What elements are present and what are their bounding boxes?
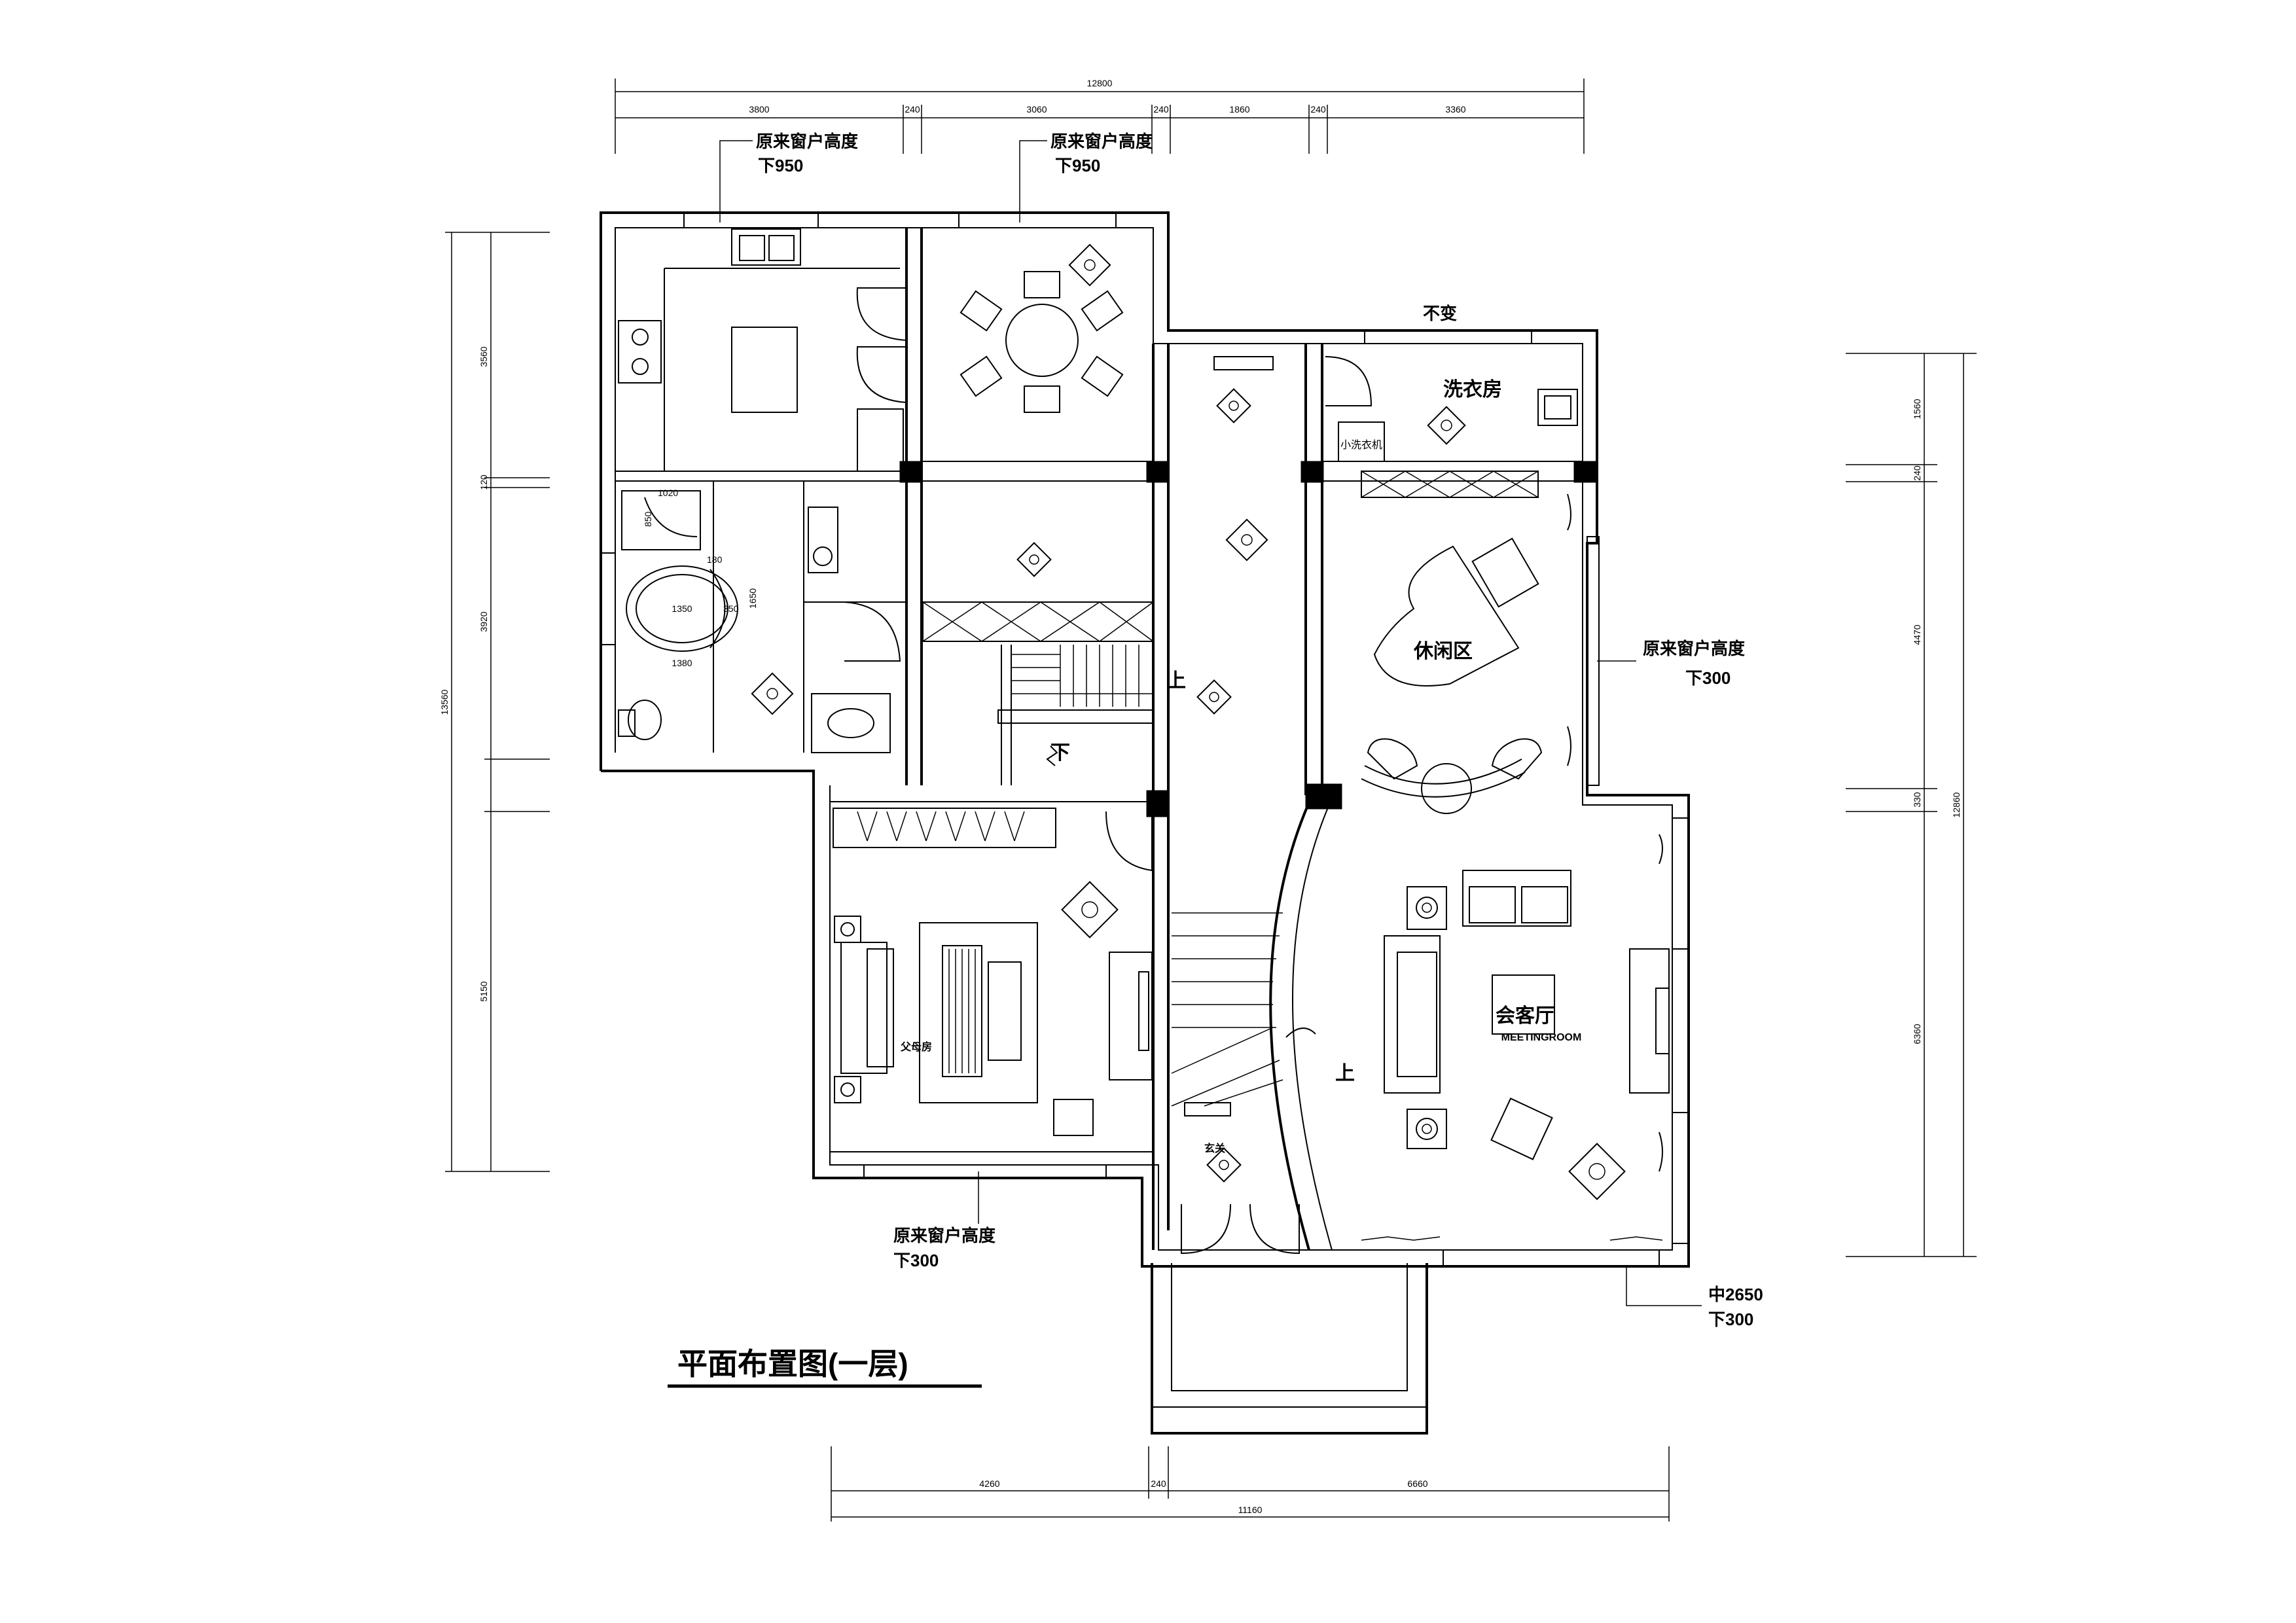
dim-top-seg: 3800	[749, 104, 769, 115]
bottom-dimension-lines: 4260 240 6660 11160	[831, 1446, 1670, 1522]
bed-stripe-pattern	[942, 949, 976, 1073]
light-markers	[751, 243, 1626, 1200]
top-dimension-lines: 12800 3800 240 3060 240 1860 240 3360	[615, 78, 1585, 154]
dim-top-seg: 3060	[1026, 104, 1047, 115]
small-washer-icon	[1338, 421, 1385, 462]
bathtub-icon	[626, 565, 738, 652]
left-dimension-lines: 13560 3560 120 3920 5150	[439, 232, 550, 1172]
note-window-bedroom-2: 下300	[893, 1251, 939, 1270]
sink-icon	[731, 228, 801, 266]
dim-right-total: 12860	[1951, 792, 1962, 817]
kitchen	[618, 228, 907, 472]
bed-icon	[919, 922, 1038, 1103]
dim-bottom-seg: 240	[1151, 1478, 1166, 1489]
tub-width-label: 1350	[672, 603, 692, 614]
dim-right-seg: 1560	[1912, 399, 1922, 419]
stairs-down-label: 下	[1050, 742, 1070, 764]
note-window-dining-2: 下950	[1055, 156, 1100, 175]
dim-top-total: 12800	[1087, 78, 1113, 88]
dim-bottom-seg: 6660	[1407, 1478, 1427, 1489]
kitchen-island	[731, 327, 798, 413]
note-window-leisure: 原来窗户高度	[1643, 639, 1745, 658]
dim-left-total: 13560	[439, 689, 450, 715]
stairs-lower: 上	[1171, 912, 1355, 1107]
sofa-icon	[1462, 870, 1571, 927]
note-window-kitchen: 原来窗户高度	[756, 132, 858, 151]
dining	[960, 271, 1124, 413]
laundry: 洗衣房 小洗衣机	[1213, 356, 1578, 462]
meeting-room-en-label: MEETINGROOM	[1501, 1032, 1582, 1043]
dim-bottom-seg: 4260	[979, 1478, 999, 1489]
parents-bedroom: 父母房	[833, 808, 1153, 1136]
basin-icon	[811, 693, 891, 753]
dim-left-seg: 120	[478, 474, 489, 490]
bathroom: 1350 1380 350 1650 1020 850 180	[618, 481, 906, 753]
round-table-icon	[1421, 763, 1472, 814]
note-unchanged: 不变	[1423, 304, 1457, 323]
entrance-label: 玄关	[1204, 1142, 1225, 1154]
dim-right-seg: 330	[1912, 792, 1922, 808]
piano-icon	[1373, 545, 1520, 687]
shower-width-label: 1020	[658, 488, 678, 498]
dim-right-seg: 6360	[1912, 1024, 1922, 1044]
dining-table	[1005, 304, 1079, 377]
leisure-area: 休闲区	[1361, 471, 1571, 814]
laundry-label: 洗衣房	[1443, 379, 1502, 401]
dim-left-seg: 3560	[478, 346, 489, 366]
dim-top-seg: 240	[1153, 104, 1169, 115]
chair-icon	[1053, 1099, 1094, 1136]
tub-gap-label: 180	[707, 554, 723, 565]
dim-left-seg: 3920	[478, 611, 489, 632]
square-table	[1490, 1097, 1553, 1160]
armchair-icon	[1491, 738, 1543, 780]
note-window-living-2: 下300	[1708, 1310, 1753, 1329]
armchair-icon	[1367, 738, 1418, 780]
stairs-up-label-2: 上	[1335, 1063, 1355, 1084]
dim-bottom-total: 11160	[1238, 1505, 1263, 1515]
toilet-icon	[628, 700, 662, 740]
tub-length-label: 1380	[672, 658, 692, 668]
right-dimension-lines: 12860 1560 240 4470 330 6360	[1846, 353, 1977, 1257]
page-title: 平面布置图(一层)	[677, 1347, 908, 1381]
windows	[600, 212, 1689, 1267]
dim-top-seg: 240	[905, 104, 920, 115]
dim-top-seg: 1860	[1229, 104, 1249, 115]
stairs-main: 下 上	[922, 601, 1186, 785]
drawing-title: 平面布置图(一层)	[668, 1347, 982, 1388]
stairs-up-label: 上	[1166, 670, 1186, 692]
utility-sink-icon	[1537, 389, 1578, 426]
small-washer-label: 小洗衣机	[1340, 439, 1382, 451]
shower-side-label: 850	[643, 511, 653, 527]
dim-left-seg: 5150	[478, 981, 489, 1001]
note-window-living: 中2650	[1708, 1285, 1763, 1304]
meeting-room-cn-label: 会客厅	[1496, 1005, 1554, 1027]
dim-right-seg: 4470	[1912, 624, 1922, 645]
dim-right-seg: 240	[1912, 465, 1922, 481]
tub-side-label: 350	[723, 603, 739, 614]
dim-top-seg: 3360	[1445, 104, 1465, 115]
sofa-icon	[1384, 935, 1441, 1094]
dim-top-seg: 240	[1310, 104, 1326, 115]
parents-bedroom-label: 父母房	[900, 1041, 932, 1053]
note-window-dining: 原来窗户高度	[1050, 132, 1153, 151]
coffee-table	[1492, 974, 1555, 1035]
note-window-leisure-2: 下300	[1685, 668, 1731, 688]
annotations: 原来窗户高度 下950 原来窗户高度 下950 不变 原来窗户高度 下300 原…	[719, 132, 1763, 1329]
tub-depth-label: 1650	[747, 588, 758, 609]
note-window-kitchen-2: 下950	[758, 156, 803, 175]
note-window-bedroom: 原来窗户高度	[893, 1226, 996, 1245]
stove-icon	[618, 320, 662, 383]
leisure-label: 休闲区	[1413, 641, 1473, 662]
meeting-room: 会客厅 MEETINGROOM	[1361, 834, 1670, 1241]
